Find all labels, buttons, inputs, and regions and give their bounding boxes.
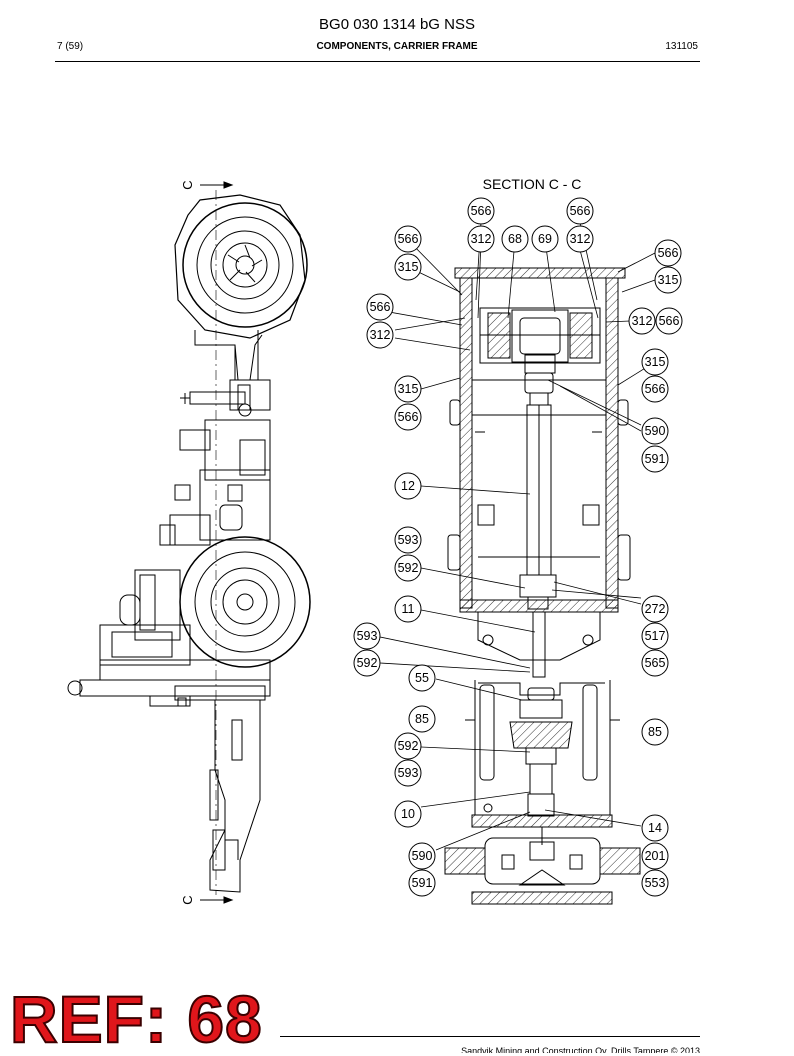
svg-text:566: 566	[658, 246, 679, 260]
svg-text:201: 201	[645, 849, 666, 863]
svg-text:272: 272	[645, 602, 666, 616]
callout: 591	[641, 445, 669, 473]
callout: 85	[641, 718, 669, 746]
svg-text:68: 68	[508, 232, 522, 246]
svg-text:566: 566	[471, 204, 492, 218]
svg-text:312: 312	[570, 232, 591, 246]
cut-marker-bottom: C	[180, 895, 195, 904]
svg-text:566: 566	[398, 232, 419, 246]
svg-text:69: 69	[538, 232, 552, 246]
footer-rule	[280, 1036, 700, 1037]
callout: 592	[394, 732, 422, 760]
side-view-drawing	[67, 181, 311, 904]
callout: 68	[501, 225, 529, 253]
svg-text:85: 85	[415, 712, 429, 726]
svg-text:566: 566	[398, 410, 419, 424]
section-heading: COMPONENTS, CARRIER FRAME	[316, 41, 478, 52]
callout: 312	[467, 225, 495, 253]
header-rule	[55, 61, 700, 62]
svg-text:553: 553	[645, 876, 666, 890]
callout: 553	[641, 869, 669, 897]
callout: 10	[394, 800, 422, 828]
callout: 11	[394, 595, 422, 623]
svg-text:590: 590	[412, 849, 433, 863]
callout: 85	[408, 705, 436, 733]
callout: 593	[394, 526, 422, 554]
svg-text:312: 312	[370, 328, 391, 342]
svg-text:590: 590	[645, 424, 666, 438]
svg-text:312: 312	[632, 314, 653, 328]
callout: 591	[408, 869, 436, 897]
svg-text:315: 315	[658, 273, 679, 287]
page-number: 7 (59)	[57, 41, 84, 52]
callout: 566	[366, 293, 394, 321]
svg-text:593: 593	[398, 766, 419, 780]
svg-text:315: 315	[645, 355, 666, 369]
callout: 565	[641, 649, 669, 677]
svg-text:592: 592	[398, 561, 419, 575]
footer-copyright: Sandvik Mining and Construction Oy, Dril…	[461, 1046, 700, 1053]
svg-text:592: 592	[357, 656, 378, 670]
svg-text:55: 55	[415, 671, 429, 685]
callout: 593	[394, 759, 422, 787]
svg-text:312: 312	[471, 232, 492, 246]
svg-text:566: 566	[645, 382, 666, 396]
svg-text:591: 591	[412, 876, 433, 890]
callout: 12	[394, 472, 422, 500]
svg-text:10: 10	[401, 807, 415, 821]
callout: 312	[366, 321, 394, 349]
callout: 55	[408, 664, 436, 692]
callout: 201	[641, 842, 669, 870]
svg-text:591: 591	[645, 452, 666, 466]
svg-text:14: 14	[648, 821, 662, 835]
svg-text:565: 565	[645, 656, 666, 670]
svg-text:593: 593	[398, 533, 419, 547]
callout: 593	[353, 622, 381, 650]
svg-text:85: 85	[648, 725, 662, 739]
svg-text:315: 315	[398, 382, 419, 396]
cut-marker-top: C	[180, 180, 195, 189]
callout: 315	[654, 266, 682, 294]
callout: 566	[641, 375, 669, 403]
callout: 312	[628, 307, 656, 335]
section-label: SECTION C - C	[483, 176, 582, 192]
svg-text:592: 592	[398, 739, 419, 753]
callout: 566	[655, 307, 683, 335]
callout: 592	[394, 554, 422, 582]
svg-text:12: 12	[401, 479, 415, 493]
ref-stamp: REF: 68	[9, 982, 263, 1056]
svg-text:593: 593	[357, 629, 378, 643]
svg-text:566: 566	[370, 300, 391, 314]
callout: 14	[641, 814, 669, 842]
callout: 315	[394, 253, 422, 281]
document-date: 131105	[665, 41, 698, 52]
callout: 566	[394, 403, 422, 431]
section-view-drawing	[444, 267, 641, 905]
svg-text:11: 11	[402, 602, 415, 616]
callout: 517	[641, 622, 669, 650]
callout: 315	[394, 375, 422, 403]
callout: 69	[531, 225, 559, 253]
callout: 590	[641, 417, 669, 445]
callout: 592	[353, 649, 381, 677]
document-title: BG0 030 1314 bG NSS	[319, 16, 475, 33]
svg-text:566: 566	[570, 204, 591, 218]
svg-text:315: 315	[398, 260, 419, 274]
callout: 315	[641, 348, 669, 376]
svg-text:566: 566	[659, 314, 680, 328]
callout: 566	[467, 197, 495, 225]
svg-text:517: 517	[645, 629, 666, 643]
callout: 566	[394, 225, 422, 253]
callout-list: 566 566 566 312 68 69 312 566 315 315 56…	[353, 197, 683, 897]
callout: 566	[654, 239, 682, 267]
callout: 590	[408, 842, 436, 870]
callout: 566	[566, 197, 594, 225]
callout: 312	[566, 225, 594, 253]
callout: 272	[641, 595, 669, 623]
